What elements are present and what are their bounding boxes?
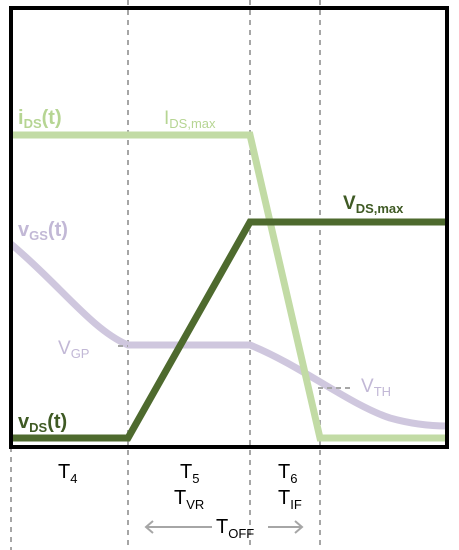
tvr-label: TVR	[174, 487, 204, 512]
time-guides	[10, 0, 321, 550]
vth-label: VTH	[361, 376, 391, 399]
ids-label: iDS(t)	[18, 107, 62, 131]
tif-label: TIF	[278, 487, 302, 512]
t5-label: T5	[180, 461, 199, 486]
plot-frame	[9, 6, 449, 449]
vds-waveform	[11, 218, 447, 442]
toff-label: TOFF	[216, 516, 254, 541]
toff-arrowhead-left	[144, 520, 154, 534]
vgp-label: VGP	[58, 338, 89, 361]
vgs-waveform	[8, 241, 448, 430]
waveforms	[8, 131, 448, 442]
t6-label: T6	[278, 461, 297, 486]
toff-arrowhead-right	[294, 520, 304, 534]
vgs-label: vGS(t)	[18, 219, 68, 243]
ids-waveform	[11, 131, 447, 442]
ids-max-label: IDS,max	[164, 108, 216, 131]
interval-labels: T4 T5 TVR T6 TIF	[58, 461, 302, 512]
toff-double-arrow	[144, 520, 304, 534]
vds-label: vDS(t)	[18, 411, 67, 435]
t4-label: T4	[58, 461, 77, 486]
vds-max-label: VDS,max	[343, 193, 404, 216]
